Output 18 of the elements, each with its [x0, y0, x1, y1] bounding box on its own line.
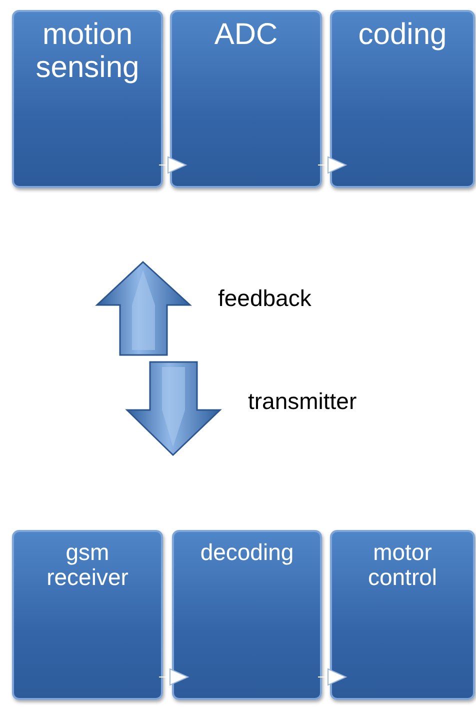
process-box [330, 10, 475, 188]
box-label: coding [357, 18, 448, 51]
process-box [172, 530, 322, 700]
arrow [158, 668, 188, 686]
process-box [12, 10, 163, 188]
arrow [318, 668, 346, 686]
box-label: ADC [213, 18, 279, 51]
arrow-caption: transmitter [248, 388, 357, 415]
arrow [318, 156, 346, 174]
process-box [330, 530, 475, 700]
arrow-caption: feedback [218, 285, 312, 312]
process-box [12, 530, 163, 700]
box-label: gsm receiver [46, 540, 130, 591]
box-label: decoding [199, 540, 295, 566]
box-label: motor control [366, 540, 438, 591]
arrow [158, 156, 186, 174]
box-label: motion sensing [34, 18, 140, 84]
process-box [170, 10, 322, 188]
